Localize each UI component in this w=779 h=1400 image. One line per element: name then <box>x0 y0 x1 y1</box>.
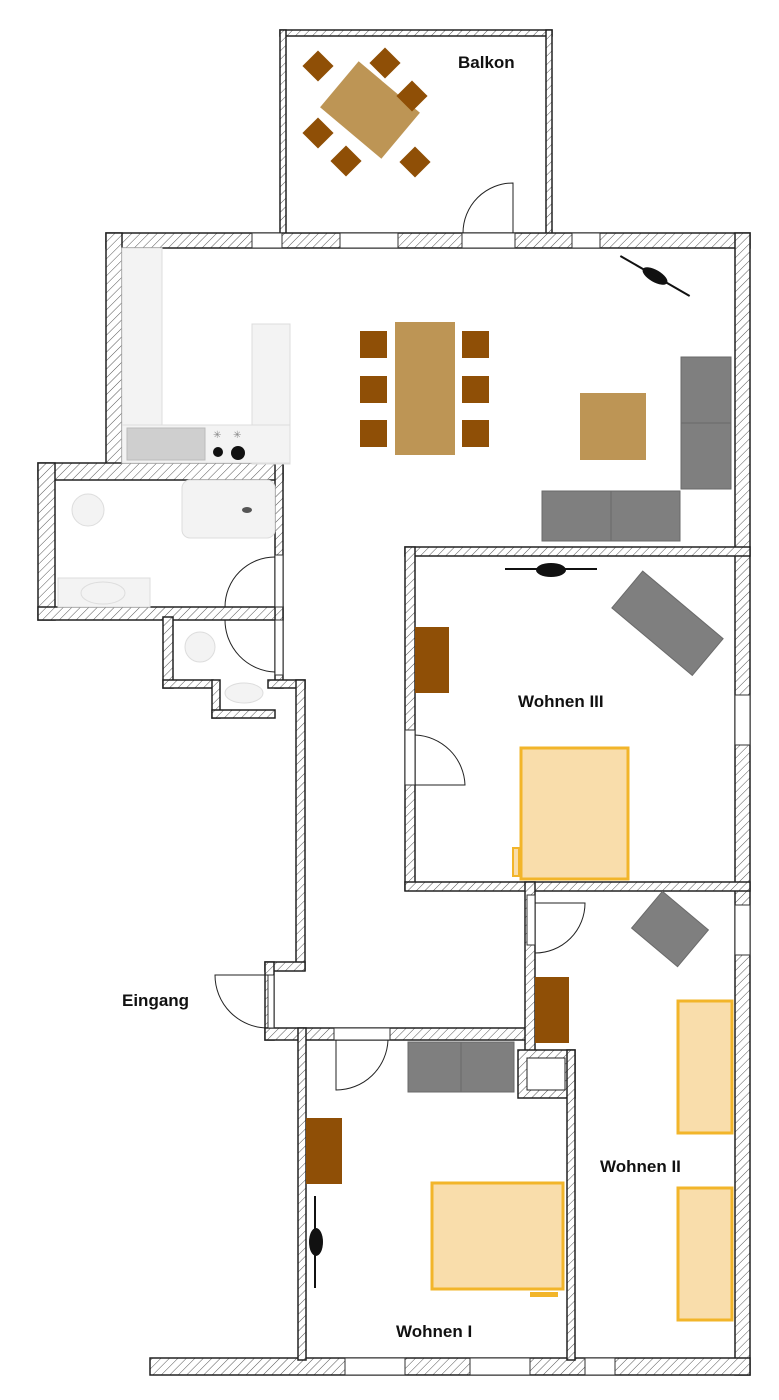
desk <box>415 627 449 693</box>
wohnen-2-furniture <box>535 890 734 1322</box>
bed <box>676 1186 734 1322</box>
washbasin-icon <box>80 581 126 605</box>
desk <box>535 977 569 1043</box>
bathroom-fixtures <box>57 479 276 704</box>
entrance-door <box>214 974 269 1029</box>
kitchen: ✳ ✳ <box>121 247 291 465</box>
wohnen-1-furniture <box>306 1041 565 1297</box>
room-label-wohnen-2: Wohnen II <box>600 1157 681 1176</box>
kitchen-sink <box>126 427 206 461</box>
bathtub <box>181 479 276 539</box>
room-label-wohnen-3: Wohnen III <box>518 692 604 711</box>
ceiling-fan-icon <box>309 1196 323 1288</box>
washbasin-icon <box>224 682 264 704</box>
toilet-icon <box>184 631 216 663</box>
toilet-icon <box>71 493 105 527</box>
room-label-wohnen-1: Wohnen I <box>396 1322 472 1341</box>
svg-text:✳: ✳ <box>213 430 221 441</box>
svg-text:✳: ✳ <box>233 430 241 441</box>
sofa <box>611 570 724 677</box>
bed <box>430 1181 565 1291</box>
armchair <box>630 890 710 968</box>
doors <box>214 182 586 1091</box>
dining-table <box>395 322 455 455</box>
wohnen-3-furniture <box>415 563 724 881</box>
ceiling-fan-icon <box>505 563 597 577</box>
room-label-eingang: Eingang <box>122 991 189 1010</box>
stove-burner-icon <box>213 447 223 457</box>
bed <box>676 999 734 1135</box>
living-dining-furniture <box>360 255 732 542</box>
balcony-table-set <box>302 47 431 178</box>
ceiling-fan-icon <box>619 255 691 297</box>
stove-burner-icon <box>231 446 245 460</box>
room-label-balkon: Balkon <box>458 53 515 72</box>
windows <box>251 232 751 1376</box>
coffee-table <box>580 393 646 460</box>
desk <box>306 1118 342 1184</box>
bed <box>519 746 630 881</box>
